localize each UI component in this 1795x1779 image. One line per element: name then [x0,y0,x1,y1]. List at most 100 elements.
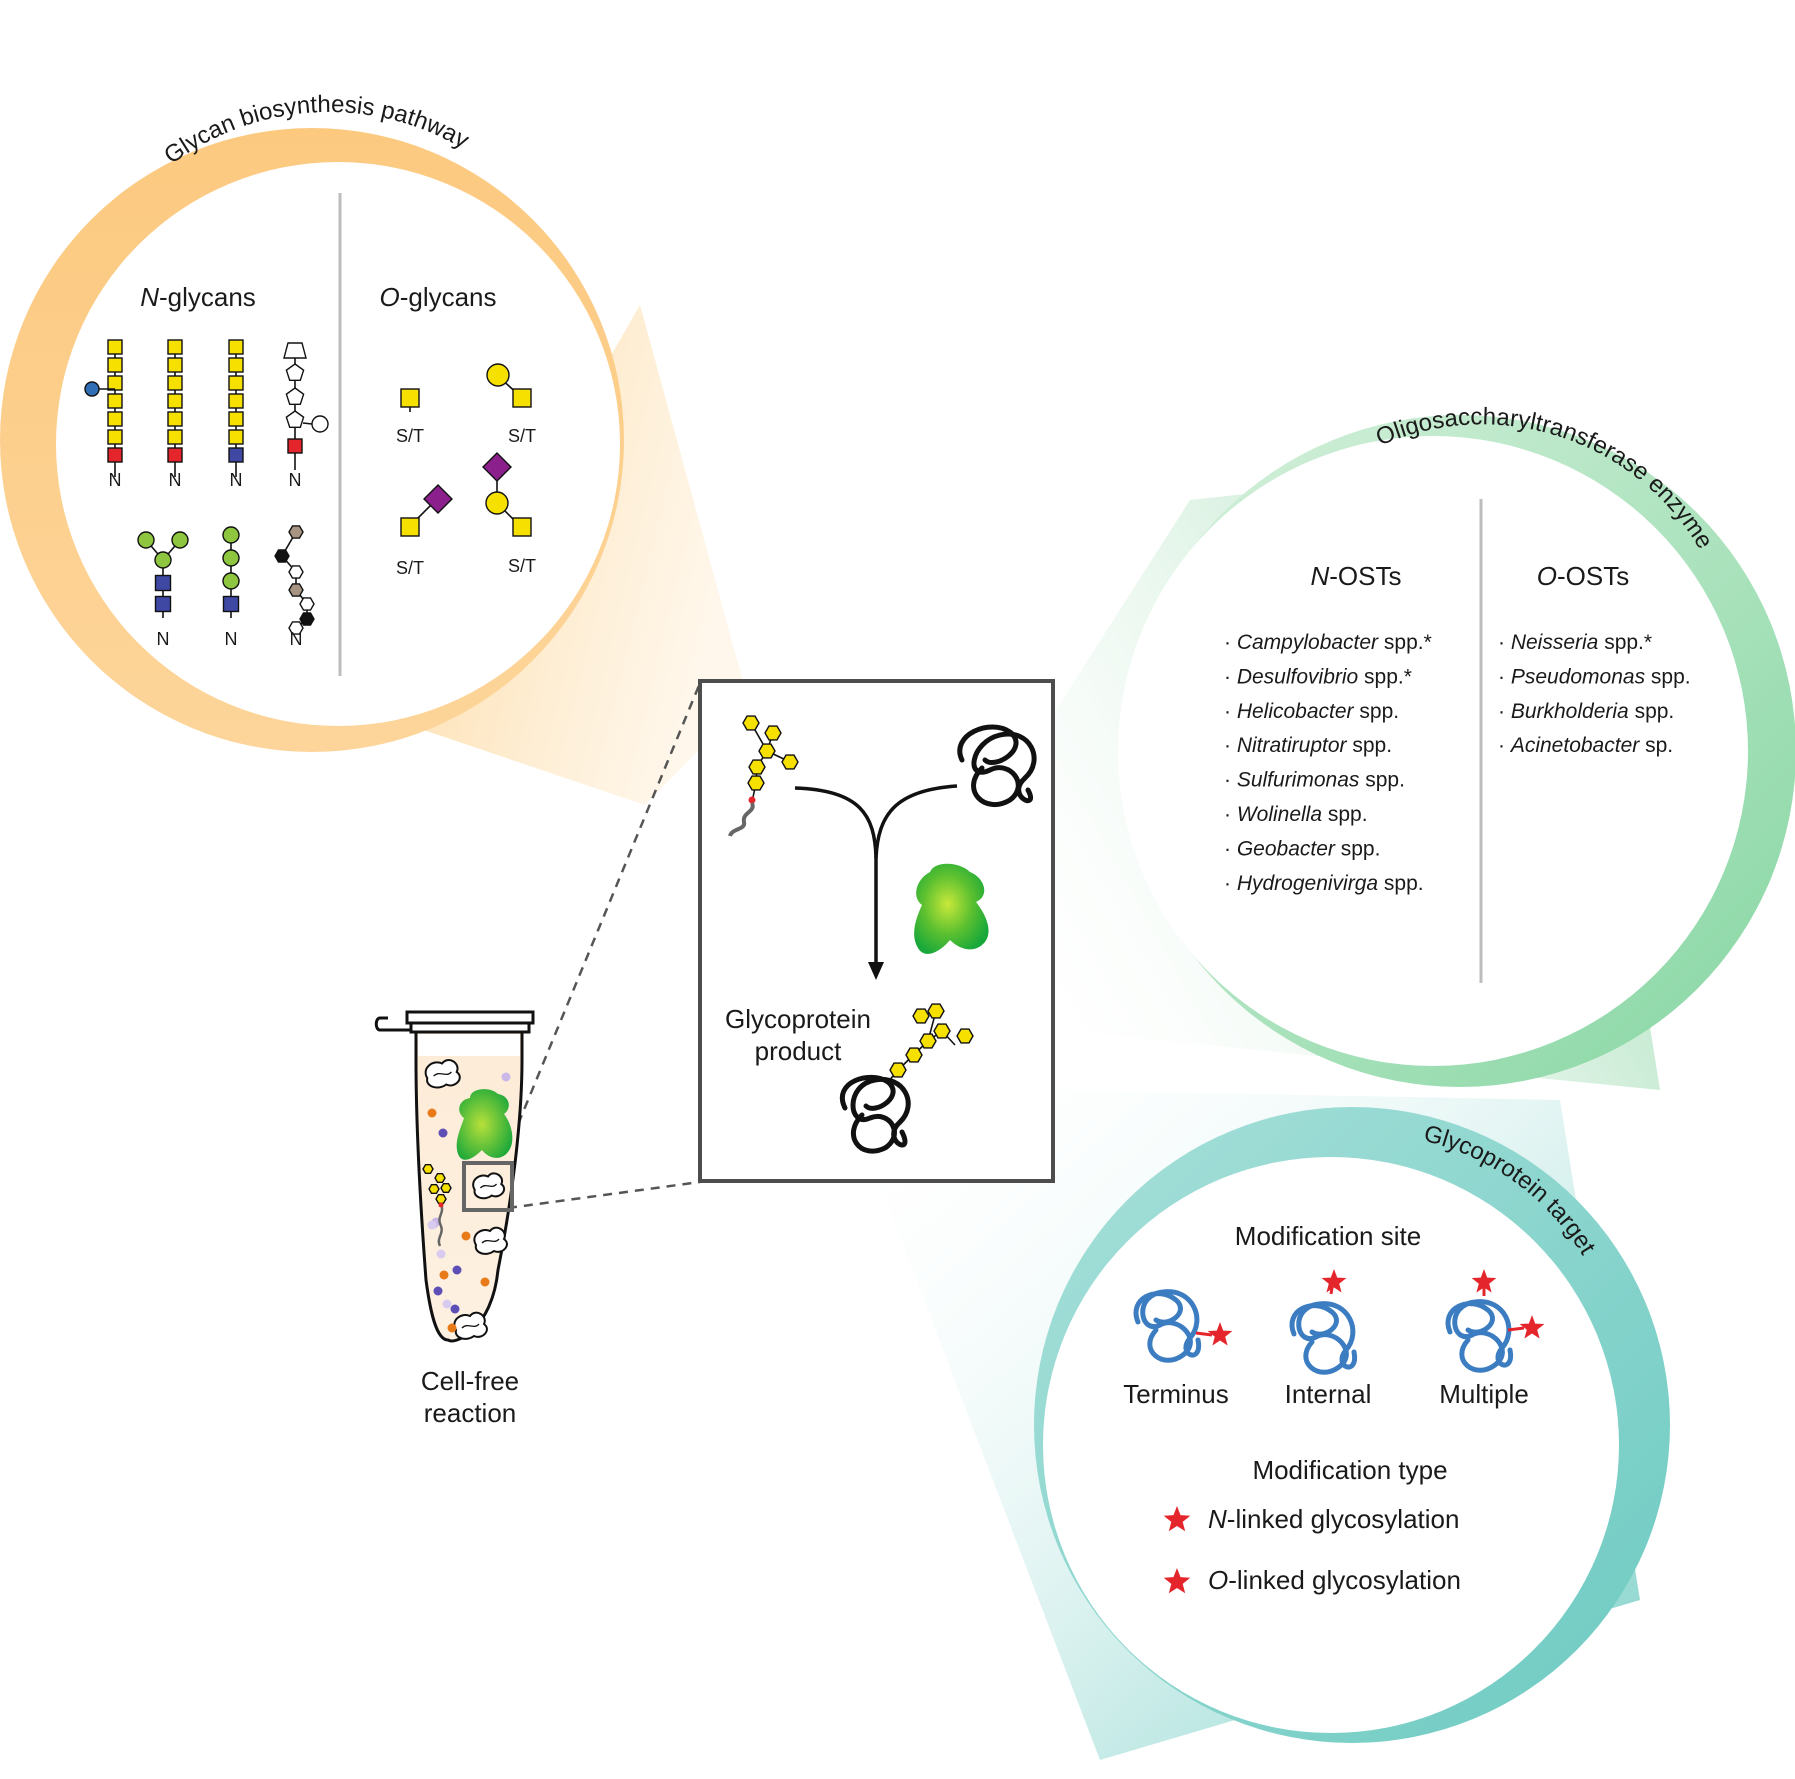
ost-genus: Burkholderia [1511,700,1629,723]
n-site-label: N [230,470,243,490]
ost-list-item: · Nitratiruptor spp. [1224,734,1392,757]
ost-suffix: spp. [1359,769,1405,792]
molecule-dot [480,1277,490,1287]
ost-genus: Desulfovibrio [1237,665,1359,688]
n-linked-label: N-linked glycosylation [1208,1504,1459,1534]
glycan-hexagon-icon [889,1062,907,1078]
o-glycans-heading: O-glycans [379,282,496,312]
glycan-square-icon [228,375,244,391]
glycan-hexagon-icon [434,1172,446,1184]
glycan-hexagon-icon [927,1003,945,1019]
product-protein-icon [850,1077,911,1154]
ost-genus: Pseudomonas [1511,665,1646,688]
n-ost-list: · Campylobacter spp.*· Desulfovibrio spp… [1224,631,1432,895]
molecule-dot [427,1108,437,1118]
ost-bullet: · [1224,734,1237,757]
glycan-white-pentagon-icon [285,410,305,428]
glycan-hexagon-icon [440,1182,452,1194]
glycan-square-icon [228,339,244,355]
glycan-square-icon [167,411,183,427]
glycan-hexagon-icon [274,549,290,563]
n-site-label: N [225,629,238,649]
ribosome-detail [481,1238,500,1244]
glycan-hexagon-icon [428,1183,440,1195]
ost-list-item: · Neisseria spp.* [1498,631,1652,654]
glycan-hexagon-icon [912,1008,930,1024]
glycan-square-icon [167,447,183,463]
ost-list-item: · Campylobacter spp.* [1224,631,1432,654]
galnac-yellow-icon [512,517,532,537]
target-panel: Glycoprotein target Modification site Te… [880,1090,1670,1760]
glycan-hexagon-icon [764,725,782,741]
multiple-star-icon [1519,1315,1545,1339]
ost-list-item: · Hydrogenivirga spp. [1224,872,1424,895]
ost-suffix: sp. [1639,734,1673,757]
neuac-diamond-icon [423,484,453,514]
glycan-hexagon-icon [288,621,304,635]
molecule-dot [439,1270,449,1280]
glycan-hexagon-icon [905,1047,923,1063]
internal-star-icon [1321,1269,1347,1293]
lipid-tail-icon [728,802,755,837]
ost-genus: Campylobacter [1237,631,1379,654]
ost-genus: Neisseria [1511,631,1599,654]
ost-bullet: · [1224,700,1237,723]
ost-genus: Helicobacter [1237,700,1355,723]
mannose-green-icon [222,572,240,590]
glycan-hexagon-icon [747,775,765,791]
galnac-yellow-icon [400,517,420,537]
glycan-square-icon [107,393,123,409]
glycan-white-pentagon-icon [285,387,305,405]
ribosome-detail [479,1183,498,1189]
ost-list-item: · Acinetobacter sp. [1498,734,1673,757]
ost-list-item: · Desulfovibrio spp.* [1224,665,1412,688]
ost-enzyme-icon [914,863,989,954]
ost-genus: Sulfurimonas [1237,769,1360,792]
ribosome-detail [461,1323,480,1329]
molecule-dot [450,1304,460,1314]
glycan-hexagon-icon [299,597,315,611]
molecule-dot [461,1231,471,1241]
sugar-blue-circle-icon [84,381,100,397]
glycan-hexagon-icon [288,525,304,539]
glycan-square-icon [228,411,244,427]
n-linked-legend: N-linked glycosylation [1163,1504,1459,1534]
ost-panel: Oligosaccharyltransferase enzyme N-OSTs … [960,403,1795,1090]
protein-chain-icon [1289,1303,1339,1337]
zoom-line-top [498,682,702,1169]
tube-enzyme-icon [456,1089,513,1160]
n-linked-star-icon [1163,1506,1191,1532]
glycan-hexagon-icon [299,612,315,626]
ost-genus: Hydrogenivirga [1237,872,1378,895]
terminus-star-icon [1207,1322,1233,1346]
glcnac-blue-icon [154,595,172,613]
glycan-hexagon-icon [758,743,776,759]
n-site-label: N [169,470,182,490]
glycan-square-icon [228,357,244,373]
galnac-yellow-icon [512,388,532,408]
ost-suffix: spp. [1322,803,1368,826]
ost-suffix: spp. [1347,734,1393,757]
tube-liquid-top [418,1034,520,1056]
o-site-label: S/T [508,556,536,576]
multiple-star-icon [1471,1269,1497,1293]
o-linked-legend: O-linked glycosylation [1163,1565,1461,1595]
molecule-dot [442,1299,452,1309]
lipid-tail-icon [437,1203,444,1247]
glycan-square-icon [228,429,244,445]
tube-cap [405,1010,535,1025]
molecule-dot [447,1323,457,1333]
glycan-white-circle-icon [311,415,329,433]
glycan-square-icon [107,429,123,445]
glcnac-blue-icon [222,595,240,613]
ost-list-item: · Helicobacter spp. [1224,700,1399,723]
molecule-dot [427,1220,437,1230]
ribosome-detail [433,1071,452,1077]
glycan-hexagon-icon [956,1028,974,1044]
ost-bullet: · [1224,631,1237,654]
protein-chain-icon [1445,1301,1495,1335]
ost-bullet: · [1498,665,1511,688]
ost-list-item: · Sulfurimonas spp. [1224,769,1405,792]
